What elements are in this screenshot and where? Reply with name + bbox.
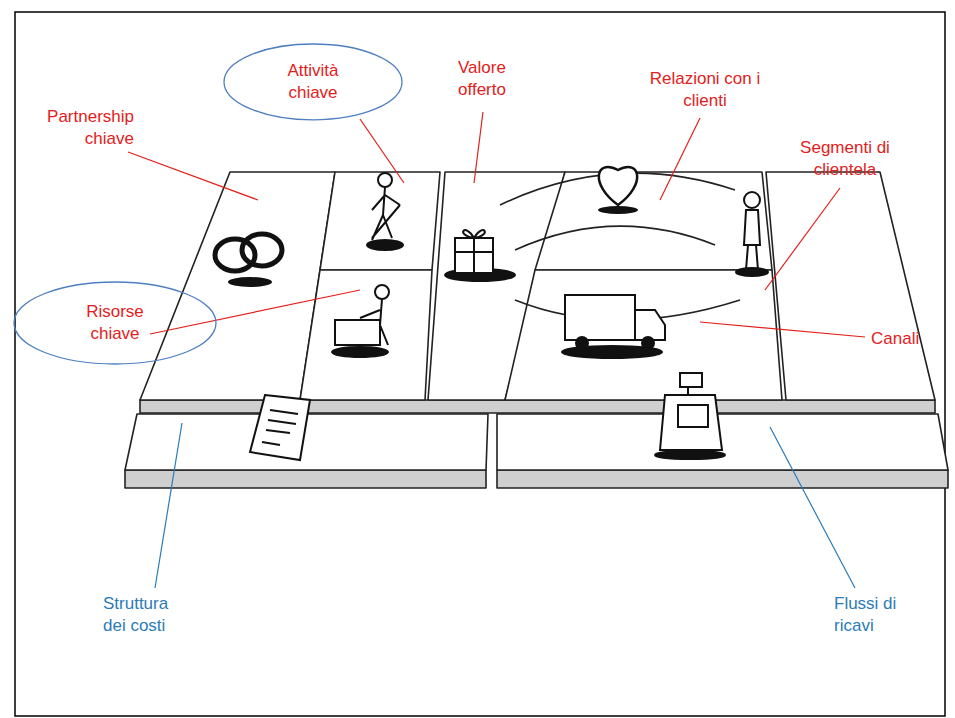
customer-figure bbox=[736, 192, 768, 276]
channels-panel bbox=[505, 270, 782, 400]
block-label: Attività chiave bbox=[275, 60, 351, 104]
highlight-ellipse: Attività chiave bbox=[223, 43, 403, 121]
block-label: Risorse chiave bbox=[79, 301, 151, 345]
gift-icon bbox=[445, 230, 515, 281]
activities-panel bbox=[320, 172, 440, 270]
truck-icon bbox=[562, 295, 665, 358]
rings-icon bbox=[215, 234, 282, 287]
ellipse-outline bbox=[13, 281, 217, 365]
segments-panel bbox=[766, 172, 935, 400]
block-label: Canali bbox=[871, 328, 941, 350]
block-label: Valore offerto bbox=[446, 57, 518, 101]
block-label: Struttura dei costi bbox=[103, 593, 193, 637]
leader-lines bbox=[128, 112, 865, 588]
revenue-panel bbox=[497, 414, 948, 470]
worker-figure bbox=[332, 285, 389, 357]
block-label: Flussi di ricavi bbox=[834, 593, 918, 637]
relations-panel bbox=[535, 172, 772, 270]
register-icon bbox=[655, 373, 725, 459]
highlight-ellipse: Risorse chiave bbox=[13, 281, 217, 365]
frame bbox=[15, 12, 945, 716]
heart-icon bbox=[598, 167, 638, 214]
block-label: Relazioni con i clienti bbox=[644, 68, 766, 112]
document-icon bbox=[250, 395, 310, 460]
ellipse-outline bbox=[223, 43, 403, 121]
resources-panel bbox=[300, 270, 432, 400]
digger-figure bbox=[367, 173, 403, 250]
block-label: Segmenti di clientela bbox=[795, 137, 895, 181]
block-label: Partnership chiave bbox=[26, 106, 134, 150]
